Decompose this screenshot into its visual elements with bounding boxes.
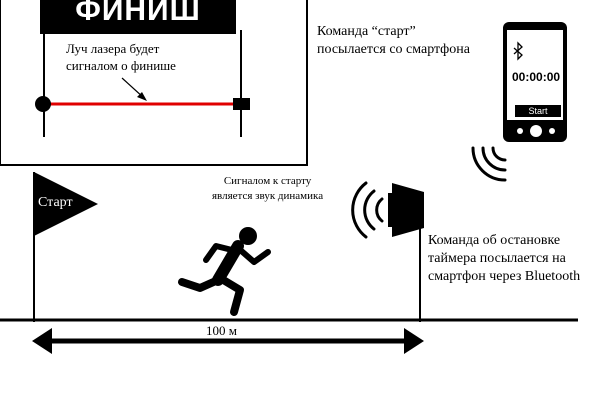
stop-command-caption: Команда об остановке таймера посылается … bbox=[428, 232, 580, 286]
phone-signal-waves-icon bbox=[471, 146, 507, 182]
speaker-sound-waves-icon bbox=[351, 181, 384, 239]
stop-command-line-1: Команда об остановке bbox=[428, 233, 561, 248]
laser-receiver bbox=[233, 98, 250, 110]
stop-command-line-2: таймера посылается на bbox=[428, 251, 566, 266]
finish-title: ФИНИШ bbox=[75, 0, 201, 27]
start-flag-label: Старт bbox=[38, 195, 73, 210]
start-flag bbox=[34, 172, 98, 236]
speaker-signal-line-1: Сигналом к старту bbox=[223, 175, 312, 187]
phone-timer: 00:00:00 bbox=[512, 70, 561, 84]
distance-arrowhead-right bbox=[404, 328, 424, 354]
finish-box-frame bbox=[0, 0, 308, 166]
runner-icon bbox=[178, 227, 271, 316]
laser-note-line-2: сигналом о финише bbox=[66, 58, 176, 73]
start-command-caption: Команда “старт” посылается со смартфона bbox=[317, 23, 470, 59]
start-command-line-1: Команда “старт” bbox=[317, 24, 416, 39]
distance-label: 100 м bbox=[206, 323, 237, 338]
phone-start-button[interactable] bbox=[515, 105, 561, 117]
phone-start-label[interactable]: Start bbox=[528, 106, 548, 116]
stop-command-line-3: смартфон через Bluetooth bbox=[428, 269, 581, 284]
laser-emitter bbox=[35, 96, 51, 112]
laser-note: Луч лазера будет сигналом о финише bbox=[66, 40, 176, 74]
speaker-signal-caption: Сигналом к старту является звук динамика bbox=[212, 174, 323, 204]
laser-note-line-1: Луч лазера будет bbox=[66, 41, 160, 56]
bluetooth-icon bbox=[513, 41, 523, 61]
laser-note-arrowhead bbox=[137, 92, 147, 101]
phone-menu-button bbox=[549, 128, 555, 134]
phone-home-button[interactable] bbox=[530, 125, 542, 137]
phone-back-button bbox=[517, 128, 523, 134]
start-command-line-2: посылается со смартфона bbox=[317, 42, 470, 57]
distance-arrowhead-left bbox=[32, 328, 52, 354]
speaker-cone bbox=[392, 183, 424, 237]
finish-banner bbox=[40, 0, 236, 34]
speaker-signal-line-2: является звук динамика bbox=[212, 190, 324, 202]
